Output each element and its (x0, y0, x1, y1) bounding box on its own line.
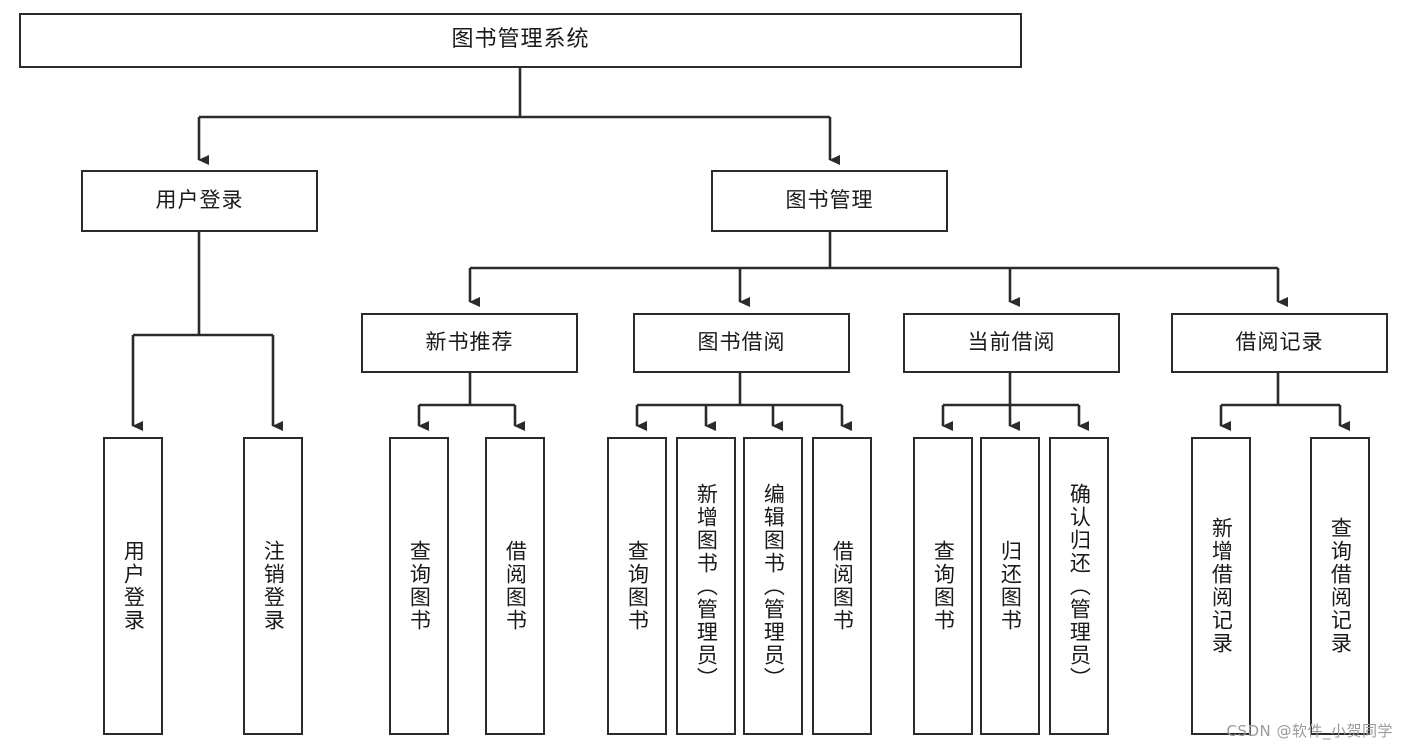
leaf-borrow-record-add-label: 新增借阅记录 (1209, 517, 1234, 655)
leaf-new-book-query-label: 查询图书 (407, 540, 432, 632)
node-book-management[interactable]: 图书管理 (711, 170, 948, 232)
node-book-borrow[interactable]: 图书借阅 (633, 313, 850, 373)
leaf-book-borrow-edit-label: 编辑图书（管理员） (761, 482, 786, 690)
leaf-borrow-record-query[interactable]: 查询借阅记录 (1310, 437, 1370, 735)
node-user-login[interactable]: 用户登录 (81, 170, 318, 232)
leaf-current-borrow-return-label: 归还图书 (998, 540, 1023, 632)
leaf-current-borrow-return[interactable]: 归还图书 (980, 437, 1040, 735)
leaf-new-book-borrow-label: 借阅图书 (503, 540, 528, 632)
leaf-new-book-borrow[interactable]: 借阅图书 (485, 437, 545, 735)
node-root-system[interactable]: 图书管理系统 (19, 13, 1022, 68)
node-book-borrow-label: 图书借阅 (697, 330, 786, 355)
node-user-login-label: 用户登录 (155, 188, 244, 213)
node-borrow-record[interactable]: 借阅记录 (1171, 313, 1388, 373)
leaf-book-borrow-edit[interactable]: 编辑图书（管理员） (743, 437, 803, 735)
node-current-borrow-label: 当前借阅 (967, 330, 1056, 355)
leaf-book-borrow-add-label: 新增图书（管理员） (694, 482, 719, 690)
leaf-current-borrow-confirm-label: 确认归还（管理员） (1067, 482, 1092, 690)
leaf-new-book-query[interactable]: 查询图书 (389, 437, 449, 735)
leaf-user-login-signin[interactable]: 用户登录 (103, 437, 163, 735)
leaf-current-borrow-query[interactable]: 查询图书 (913, 437, 973, 735)
node-book-management-label: 图书管理 (785, 188, 874, 213)
leaf-book-borrow-add[interactable]: 新增图书（管理员） (676, 437, 736, 735)
leaf-user-login-signin-label: 用户登录 (121, 540, 146, 632)
leaf-book-borrow-query-label: 查询图书 (625, 540, 650, 632)
csdn-watermark: CSDN @软件_小贺同学 (1226, 722, 1393, 740)
leaf-book-borrow-lend[interactable]: 借阅图书 (812, 437, 872, 735)
node-new-book-recommend[interactable]: 新书推荐 (361, 313, 578, 373)
node-current-borrow[interactable]: 当前借阅 (903, 313, 1120, 373)
leaf-borrow-record-add[interactable]: 新增借阅记录 (1191, 437, 1251, 735)
leaf-current-borrow-confirm[interactable]: 确认归还（管理员） (1049, 437, 1109, 735)
leaf-book-borrow-lend-label: 借阅图书 (830, 540, 855, 632)
leaf-user-login-signout[interactable]: 注销登录 (243, 437, 303, 735)
leaf-current-borrow-query-label: 查询图书 (931, 540, 956, 632)
leaf-user-login-signout-label: 注销登录 (261, 540, 286, 632)
leaf-book-borrow-query[interactable]: 查询图书 (607, 437, 667, 735)
node-root-system-label: 图书管理系统 (451, 27, 590, 53)
node-borrow-record-label: 借阅记录 (1235, 330, 1324, 355)
node-new-book-recommend-label: 新书推荐 (425, 330, 514, 355)
leaf-borrow-record-query-label: 查询借阅记录 (1328, 517, 1353, 655)
